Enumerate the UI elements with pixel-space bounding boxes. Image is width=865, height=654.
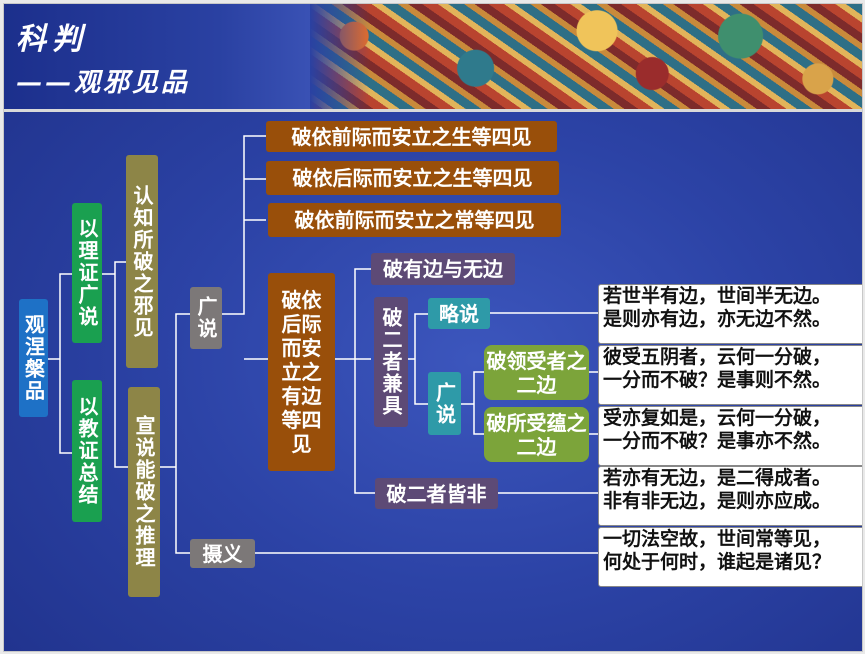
slide: 科判 ——观邪见品 观涅槃品 以理证广说 以教证总结 认知所破之邪见 宣说能破之… — [3, 3, 863, 652]
node-l3-a: 广说 — [190, 287, 222, 349]
connector-lines — [48, 135, 598, 554]
node-d2: 广说 — [428, 372, 461, 435]
node-l1-b: 以教证总结 — [72, 380, 102, 522]
node-l1-a: 以理证广说 — [72, 203, 102, 343]
node-b3: 破依前际而安立之常等四见 — [268, 203, 561, 237]
node-b4: 破依后际而安立之有边等四见 — [268, 273, 335, 471]
node-b2: 破依后际而安立之生等四见 — [266, 161, 559, 195]
page-title: 科判 — [16, 22, 88, 57]
quote-q3: 受亦复如是，云何一分破，一分而不破？是事亦不然。 — [598, 406, 862, 466]
page-subtitle: ——观邪见品 — [16, 68, 191, 98]
node-e2: 破所受蕴之二边 — [484, 407, 589, 462]
quote-q2: 彼受五阴者，云何一分破，一分而不破？是事则不然。 — [598, 345, 862, 405]
node-c2: 破二者兼具 — [374, 297, 408, 427]
header-divider — [4, 109, 862, 112]
node-e1: 破领受者之二边 — [484, 345, 589, 400]
header-artwork — [310, 4, 862, 111]
node-l2-a: 认知所破之邪见 — [126, 155, 158, 368]
node-root: 观涅槃品 — [19, 299, 48, 417]
node-b1: 破依前际而安立之生等四见 — [266, 121, 557, 152]
quote-q4: 若亦有无边，是二得成者。非有非无边，是则亦应成。 — [598, 466, 862, 526]
node-c3: 破二者皆非 — [375, 478, 498, 509]
quote-q5: 一切法空故，世间常等见，何处于何时，谁起是诸见？ — [598, 527, 862, 587]
node-l3-b: 摄义 — [190, 539, 255, 568]
node-l2-b: 宣说能破之推理 — [128, 387, 160, 597]
quote-q1: 若世半有边，世间半无边。是则亦有边，亦无边不然。 — [598, 284, 862, 344]
node-c1: 破有边与无边 — [371, 253, 515, 285]
node-d1: 略说 — [428, 298, 490, 329]
